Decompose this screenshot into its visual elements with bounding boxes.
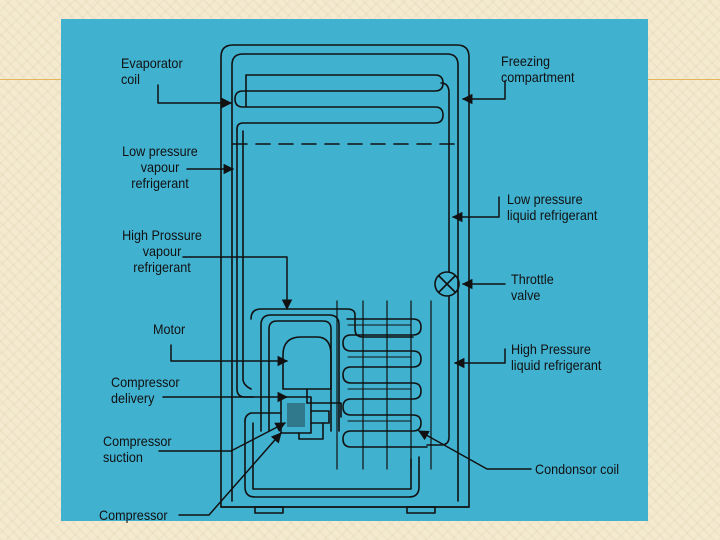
- condenser-fins: [336, 300, 432, 470]
- suction-return-line: [244, 420, 420, 498]
- refrigerator-schematic: [157, 44, 532, 516]
- delivery-line: [250, 308, 414, 338]
- compressor-symbol: [280, 396, 342, 440]
- liquid-line: [440, 82, 450, 272]
- throttle-valve-symbol: [434, 271, 460, 297]
- label-leaders: [157, 80, 532, 516]
- compressor-housing: [260, 314, 340, 432]
- evaporator-coil: [234, 74, 444, 130]
- condenser-coil-label: Condonsor coil: [535, 461, 620, 477]
- low-pressure-vapour-line: [236, 128, 254, 398]
- cabinet-outline: [220, 44, 470, 514]
- motor-label: Motor: [153, 321, 186, 337]
- motor-symbol: [282, 336, 332, 390]
- condenser-coil: [342, 318, 428, 448]
- compressor-label: Compressor: [99, 507, 168, 523]
